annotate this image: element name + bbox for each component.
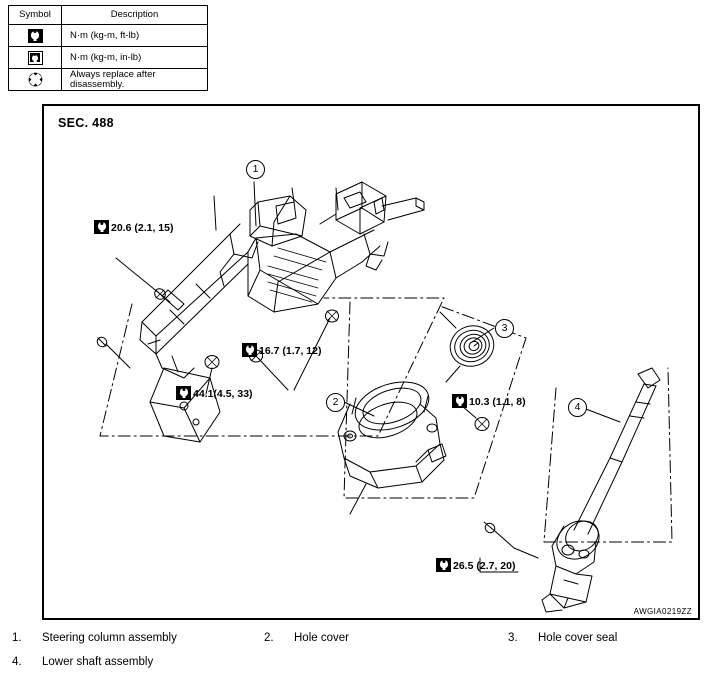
symbol-cell-always-replace	[8, 68, 62, 91]
leader-callout-2	[343, 401, 375, 417]
leader-hole-cover-bottom	[349, 483, 367, 515]
part-number: 4.	[12, 656, 22, 668]
group-boundary-shaft	[543, 367, 673, 543]
part-name: Hole cover seal	[538, 632, 618, 644]
table-header-row: Symbol Description	[8, 5, 208, 25]
leader-callout-1	[253, 181, 257, 227]
bolt-20-6	[115, 257, 185, 311]
symbol-legend-table: Symbol Description N·m (kg-m, ft-lb) N·m…	[8, 5, 208, 91]
torque-note-44-1: 44.1(4.5, 33)	[176, 386, 253, 401]
description-cell-torque-inlb: N·m (kg-m, in-lb)	[61, 46, 208, 69]
torque-note-10-3: 10.3 (1.1, 8)	[452, 394, 526, 409]
symbol-cell-torque-ftlb	[8, 24, 62, 47]
part-name: Hole cover	[294, 632, 349, 644]
torque-value: 44.1(4.5, 33)	[193, 388, 253, 400]
table-row: N·m (kg-m, in-lb)	[8, 46, 208, 69]
part-number: 3.	[508, 632, 518, 644]
part-name: Steering column assembly	[42, 632, 177, 644]
table-row: Always replace after disassembly.	[8, 68, 208, 91]
column-header-symbol: Symbol	[8, 5, 62, 25]
part-number: 2.	[264, 632, 274, 644]
torque-nm-ftlb-icon	[452, 394, 467, 408]
column-header-description: Description	[61, 5, 208, 25]
torque-value: 20.6 (2.1, 15)	[111, 222, 174, 234]
torque-value: 10.3 (1.1, 8)	[469, 396, 526, 408]
leader-callout-3	[471, 327, 495, 343]
callout-4[interactable]: 4	[568, 398, 587, 417]
parts-legend-item-3: 3. Hole cover seal	[508, 632, 617, 644]
lower-shaft-assembly-art	[541, 367, 661, 613]
torque-nm-ftlb-icon	[94, 220, 109, 234]
torque-note-20-6: 20.6 (2.1, 15)	[94, 220, 173, 235]
parts-legend-item-1: 1. Steering column assembly	[12, 632, 177, 644]
always-replace-icon	[28, 72, 43, 87]
part-name: Lower shaft assembly	[42, 656, 154, 668]
torque-nm-ftlb-icon	[242, 343, 257, 357]
torque-value: 16.7 (1.7, 12)	[259, 345, 322, 357]
torque-nm-inlb-icon	[27, 50, 43, 65]
description-cell-torque-ftlb: N·m (kg-m, ft-lb)	[61, 24, 208, 47]
parts-legend-item-4: 4. Lower shaft assembly	[12, 656, 153, 668]
callout-2[interactable]: 2	[326, 393, 345, 412]
torque-nm-ftlb-icon	[436, 558, 451, 572]
torque-nm-ftlb-icon	[176, 386, 191, 400]
table-row: N·m (kg-m, ft-lb)	[8, 24, 208, 47]
drawing-code: AWGIA0219ZZ	[633, 607, 692, 616]
diagram-frame: SEC. 488 AWGIA0219ZZ	[42, 104, 700, 620]
torque-note-16-7: 16.7 (1.7, 12)	[242, 343, 321, 358]
hole-cover-seal-art	[439, 311, 495, 383]
parts-legend: 1. Steering column assembly 2. Hole cover …	[0, 632, 721, 680]
part-number: 1.	[12, 632, 22, 644]
symbol-cell-torque-inlb	[8, 46, 62, 69]
section-label: SEC. 488	[58, 116, 114, 130]
callout-3[interactable]: 3	[495, 319, 514, 338]
callout-1[interactable]: 1	[246, 160, 265, 179]
torque-nm-ftlb-icon	[27, 28, 43, 43]
torque-value: 26.5 (2.7, 20)	[453, 560, 516, 572]
steering-column-assembly-art	[139, 181, 425, 443]
exploded-view-artwork	[96, 181, 673, 613]
parts-legend-row: 1. Steering column assembly 2. Hole cover …	[0, 632, 721, 656]
parts-legend-row: 4. Lower shaft assembly	[0, 656, 721, 680]
hole-cover-art	[337, 381, 447, 489]
torque-note-26-5: 26.5 (2.7, 20)	[436, 558, 515, 573]
group-boundary-column	[99, 297, 445, 437]
description-cell-always-replace: Always replace after disassembly.	[61, 68, 208, 91]
bolt-lower-left	[96, 336, 131, 369]
parts-legend-item-2: 2. Hole cover	[264, 632, 349, 644]
